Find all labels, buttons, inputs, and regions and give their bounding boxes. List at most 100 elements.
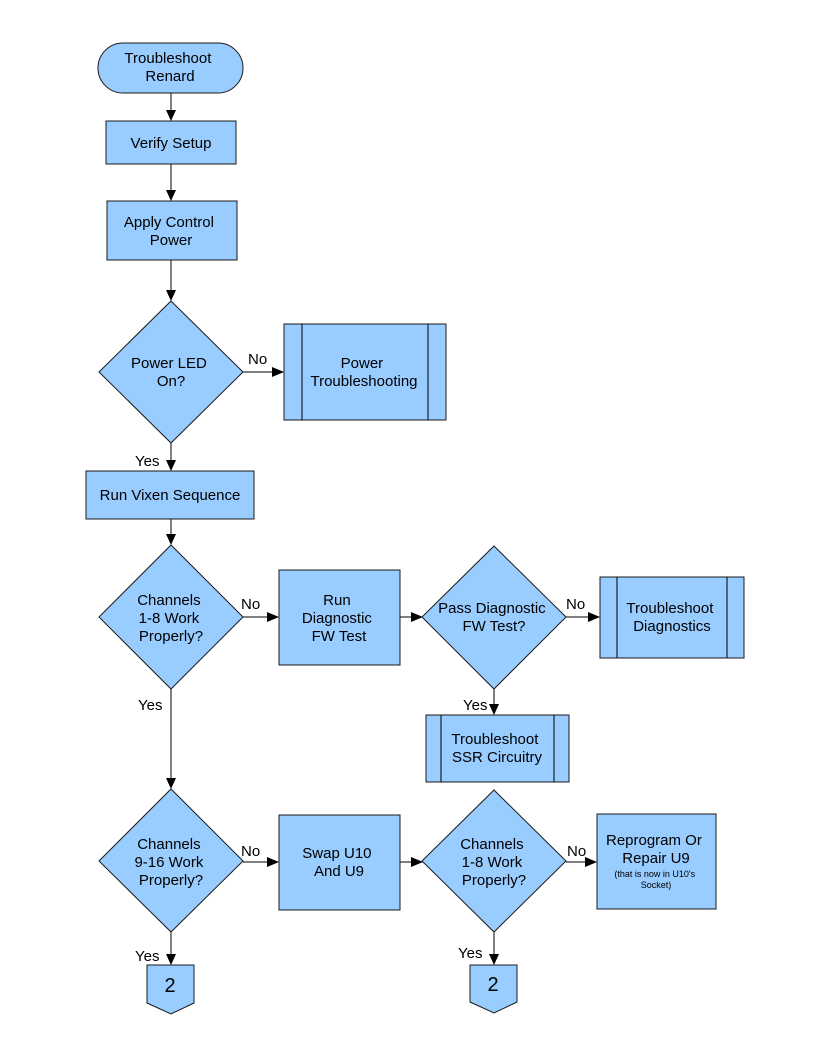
process-shape (278, 569, 401, 666)
node-ch18b-line-3: Properly? (462, 872, 526, 889)
node-channels-1-8-recheck-decision: Channels 1-8 Work Properly? (421, 789, 567, 933)
node-powerts-line-2: Troubleshooting (310, 373, 417, 390)
node-ch18b-text: Channels 1-8 Work Properly? (460, 836, 528, 889)
node-swap-u10-u9: Swap U10 And U9 (278, 814, 401, 911)
edge-label-power-no: No (248, 351, 267, 368)
arrowhead (166, 110, 176, 121)
node-reprogram-repair-u9: Reprogram Or Repair U9 (that is now in U… (596, 813, 717, 910)
node-apply-line-1: Apply Control (124, 214, 214, 231)
node-passdiag-line-2: FW Test? (462, 618, 525, 635)
arrowhead (411, 857, 423, 867)
node-offpage-connector-left: 2 (146, 964, 195, 1015)
edge-label-ch1-yes: Yes (138, 697, 162, 714)
edge-label-ch9-no: No (241, 843, 260, 860)
arrowhead (489, 704, 499, 715)
decision-shape (98, 544, 244, 690)
node-run-diagnostic-fw-test: Run Diagnostic FW Test (278, 569, 401, 666)
node-tsssr-text: Troubleshoot SSR Circuitry (451, 731, 542, 766)
offpage-connector-shape (146, 964, 195, 1015)
node-power-troubleshooting: Power Troubleshooting (283, 323, 447, 421)
node-rundiag-line-3: FW Test (312, 628, 368, 645)
node-channels-1-8-decision: Channels 1-8 Work Properly? (98, 544, 244, 690)
node-tsdiag-line-1: Troubleshoot (626, 600, 714, 617)
node-pass-diagnostic-decision: Pass Diagnostic FW Test? (421, 545, 567, 690)
node-reprogram-text: Reprogram Or Repair U9 (606, 832, 706, 867)
node-ch18-line-1: Channels (137, 592, 200, 609)
node-troubleshoot-diagnostics: Troubleshoot Diagnostics (599, 576, 745, 659)
node-rundiag-line-1: Run (323, 592, 351, 609)
node-ch916-line-2: 9-16 Work (134, 854, 203, 871)
node-reprogram-note-2: Socket) (641, 880, 672, 890)
process-shape (105, 120, 237, 165)
decision-shape (421, 789, 567, 933)
edge-label-power-yes: Yes (135, 453, 159, 470)
node-ch18-text: Channels 1-8 Work Properly? (137, 592, 205, 645)
arrowhead (166, 954, 176, 965)
connector-left-text: 2 (164, 975, 175, 997)
arrowhead (166, 190, 176, 201)
arrowhead (489, 954, 499, 965)
edge-label-ch9-yes: Yes (135, 948, 159, 965)
arrowhead (267, 612, 279, 622)
node-start-text: Troubleshoot Renard (124, 50, 215, 85)
node-powerled-line-1: Power LED (131, 355, 207, 372)
node-powerts-text: Power Troubleshooting (310, 355, 417, 390)
arrowhead (166, 534, 176, 545)
arrowhead (411, 612, 423, 622)
node-powerled-line-2: On? (157, 373, 185, 390)
arrowhead (267, 857, 279, 867)
process-shape (85, 470, 255, 520)
decision-shape (421, 545, 567, 690)
node-powerts-line-1: Power (341, 355, 384, 372)
edge-labels: No Yes No Yes No Yes No Yes No Yes (135, 351, 586, 965)
node-offpage-connector-right: 2 (469, 964, 518, 1014)
predefined-process-shape (599, 576, 745, 659)
predefined-process-shape (283, 323, 447, 421)
connector-right-text: 2 (487, 974, 498, 996)
node-ch18-line-2: 1-8 Work (139, 610, 200, 627)
node-troubleshoot-ssr-circuitry: Troubleshoot SSR Circuitry (425, 714, 570, 783)
node-ch18-line-3: Properly? (139, 628, 203, 645)
node-reprogram-line-1: Reprogram Or (606, 832, 702, 849)
edge-label-ch1b-yes: Yes (458, 945, 482, 962)
node-tsdiag-line-2: Diagnostics (633, 618, 711, 635)
process-shape (106, 200, 238, 261)
node-reprogram-note: (that is now in U10's Socket) (614, 869, 697, 890)
decision-shape (98, 788, 244, 933)
node-apply-line-2: Power (150, 232, 193, 249)
node-passdiag-line-1: Pass Diagnostic (438, 600, 546, 617)
node-power-led-decision: Power LED On? (98, 300, 244, 444)
arrowhead (166, 778, 176, 789)
node-swap-text: Swap U10 And U9 (302, 845, 375, 880)
node-swap-line-1: Swap U10 (302, 845, 371, 862)
node-passdiag-text: Pass Diagnostic FW Test? (438, 600, 550, 635)
node-ch18b-line-2: 1-8 Work (462, 854, 523, 871)
node-tsdiag-text: Troubleshoot Diagnostics (626, 600, 717, 635)
connectors (166, 93, 600, 965)
terminator-shape (97, 42, 244, 94)
node-vixen-line-1: Run Vixen Sequence (100, 487, 241, 504)
node-verify-line-1: Verify Setup (131, 135, 212, 152)
node-vixen-text: Run Vixen Sequence (100, 487, 241, 504)
node-ch18b-line-1: Channels (460, 836, 523, 853)
process-shape (596, 813, 717, 910)
node-start-line-2: Renard (145, 68, 194, 85)
node-ch916-text: Channels 9-16 Work Properly? (134, 836, 207, 889)
node-tsssr-line-1: Troubleshoot (451, 731, 539, 748)
process-shape (278, 814, 401, 911)
node-apply-text: Apply Control Power (124, 214, 218, 249)
node-tsssr-line-2: SSR Circuitry (452, 749, 543, 766)
edge-label-ch1-no: No (241, 596, 260, 613)
arrowhead (166, 460, 176, 471)
decision-shape (98, 300, 244, 444)
node-reprogram-note-1: (that is now in U10's (614, 869, 695, 879)
node-start-line-1: Troubleshoot (124, 50, 212, 67)
node-rundiag-text: Run Diagnostic FW Test (302, 592, 376, 645)
arrowhead (588, 612, 600, 622)
node-verify-setup: Verify Setup (105, 120, 237, 165)
node-reprogram-line-2: Repair U9 (622, 850, 690, 867)
node-apply-control-power: Apply Control Power (106, 200, 238, 261)
node-start: Troubleshoot Renard (97, 42, 244, 94)
node-rundiag-line-2: Diagnostic (302, 610, 373, 627)
